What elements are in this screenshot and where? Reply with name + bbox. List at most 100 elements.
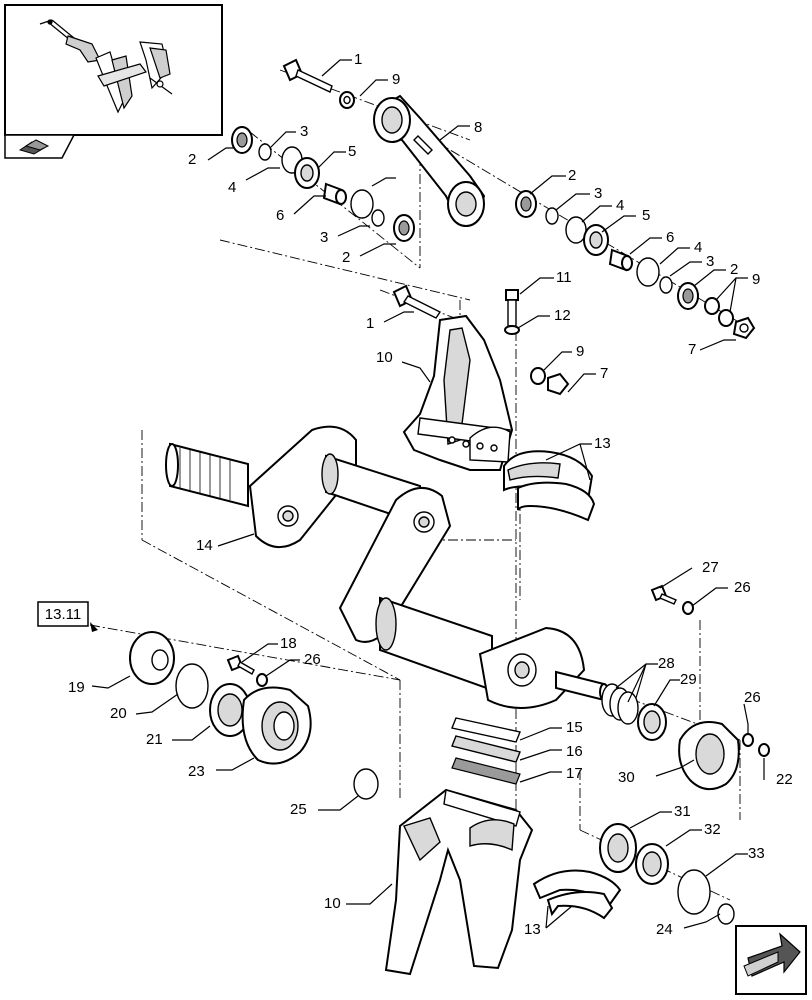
bolt-18 bbox=[226, 654, 255, 675]
washer-26c bbox=[742, 733, 754, 747]
shims bbox=[451, 717, 521, 785]
callout-3b: 3 bbox=[320, 229, 328, 246]
crank-shaft-14 bbox=[165, 425, 609, 709]
callout-28: 28 bbox=[658, 655, 675, 672]
circlip-3d bbox=[659, 276, 673, 294]
washer-9c bbox=[718, 309, 734, 327]
bearing-5a bbox=[294, 157, 320, 189]
callout-2b: 2 bbox=[342, 249, 350, 266]
circlip-3a bbox=[258, 143, 272, 161]
seal-ring-2c bbox=[515, 190, 537, 218]
circlip-3c bbox=[545, 207, 559, 225]
washer-26b bbox=[682, 601, 694, 615]
callout-7a: 7 bbox=[688, 341, 696, 358]
callout-4d: 4 bbox=[694, 239, 702, 256]
callout-32: 32 bbox=[704, 821, 721, 838]
callout-9a: 9 bbox=[392, 71, 400, 88]
spring-28 bbox=[601, 683, 639, 725]
callout-26b: 26 bbox=[734, 579, 751, 596]
upper-left-parts bbox=[231, 58, 415, 242]
callout-6a: 6 bbox=[276, 207, 284, 224]
washer-9b bbox=[704, 297, 720, 315]
callout-24: 24 bbox=[656, 921, 673, 938]
connecting-rod-8 bbox=[373, 94, 486, 227]
callout-5c: 5 bbox=[642, 207, 650, 224]
circlip-25 bbox=[353, 768, 379, 800]
callout-31: 31 bbox=[674, 803, 691, 820]
bushing-6c bbox=[608, 248, 633, 272]
callout-2d: 2 bbox=[730, 261, 738, 278]
washer-26a bbox=[256, 673, 268, 687]
callout-5a: 5 bbox=[348, 143, 356, 160]
callout-13b: 13 bbox=[524, 921, 541, 938]
callout-1b: 1 bbox=[366, 315, 374, 332]
callout-15: 15 bbox=[566, 719, 583, 736]
callout-16: 16 bbox=[566, 743, 583, 760]
circlip-33 bbox=[677, 869, 711, 915]
washer-12 bbox=[504, 325, 520, 335]
seal-ring-2a bbox=[231, 126, 253, 154]
left-bearing-parts bbox=[129, 631, 379, 800]
ring-29 bbox=[637, 703, 667, 741]
callout-23: 23 bbox=[188, 763, 205, 780]
callout-labels: 1 9 8 3 5 2 4 6 3 2 2 3 4 5 6 4 3 2 9 7 … bbox=[68, 51, 793, 938]
callout-33: 33 bbox=[748, 845, 765, 862]
callout-26a: 26 bbox=[304, 651, 321, 668]
page-reference-icon[interactable] bbox=[18, 139, 50, 155]
reference-label: 13.11 bbox=[45, 606, 81, 623]
callout-6c: 6 bbox=[666, 229, 674, 246]
bolt-1a bbox=[282, 58, 333, 93]
washer-9d bbox=[530, 367, 546, 385]
next-page-arrow-icon[interactable] bbox=[735, 925, 807, 995]
callout-4c: 4 bbox=[616, 197, 624, 214]
callout-27: 27 bbox=[702, 559, 719, 576]
circlip-3b bbox=[371, 209, 385, 227]
callout-2c: 2 bbox=[568, 167, 576, 184]
callout-2a: 2 bbox=[188, 151, 196, 168]
callout-21: 21 bbox=[146, 731, 163, 748]
callout-7b: 7 bbox=[600, 365, 608, 382]
housing-30 bbox=[678, 721, 740, 791]
callout-13a: 13 bbox=[594, 435, 611, 452]
callout-4a: 4 bbox=[228, 179, 236, 196]
circlip-24 bbox=[717, 903, 735, 925]
bushing-6a bbox=[322, 182, 347, 206]
upper-bracket-10 bbox=[402, 314, 514, 471]
circlip-20 bbox=[175, 663, 209, 709]
callout-30: 30 bbox=[618, 769, 635, 786]
inset-overview bbox=[4, 4, 223, 159]
callout-3d: 3 bbox=[706, 253, 714, 270]
callout-14: 14 bbox=[196, 537, 213, 554]
callout-19: 19 bbox=[68, 679, 85, 696]
bolt-1b bbox=[392, 284, 442, 319]
callout-11: 11 bbox=[556, 269, 572, 286]
callout-10a: 10 bbox=[376, 349, 393, 366]
bushing-halves-13a bbox=[503, 450, 596, 522]
bearing-31 bbox=[599, 823, 637, 873]
callout-20: 20 bbox=[110, 705, 127, 722]
reference-box[interactable]: 13.11 bbox=[37, 601, 98, 632]
callout-3a: 3 bbox=[300, 123, 308, 140]
seal-ring-2b bbox=[393, 214, 415, 242]
callout-9b: 9 bbox=[752, 271, 760, 288]
right-bearing-parts bbox=[599, 584, 770, 925]
callout-26c: 26 bbox=[744, 689, 761, 706]
mid-bolts bbox=[392, 284, 520, 335]
upper-right-parts bbox=[515, 190, 756, 340]
spacer-ring-4b bbox=[350, 189, 374, 219]
callout-8: 8 bbox=[474, 119, 482, 136]
callout-9d: 9 bbox=[576, 343, 584, 360]
lower-bracket-10 bbox=[384, 788, 534, 976]
callout-1a: 1 bbox=[354, 51, 362, 68]
callout-29: 29 bbox=[680, 671, 697, 688]
bushing-halves-13b bbox=[532, 869, 622, 920]
callout-10b: 10 bbox=[324, 895, 341, 912]
nut-7a bbox=[732, 316, 756, 340]
bolt-11 bbox=[505, 289, 519, 327]
ring-32 bbox=[635, 843, 669, 885]
nut-7b bbox=[547, 372, 570, 396]
callout-3c: 3 bbox=[594, 185, 602, 202]
bolt-27 bbox=[650, 584, 677, 605]
callout-17: 17 bbox=[566, 765, 583, 782]
